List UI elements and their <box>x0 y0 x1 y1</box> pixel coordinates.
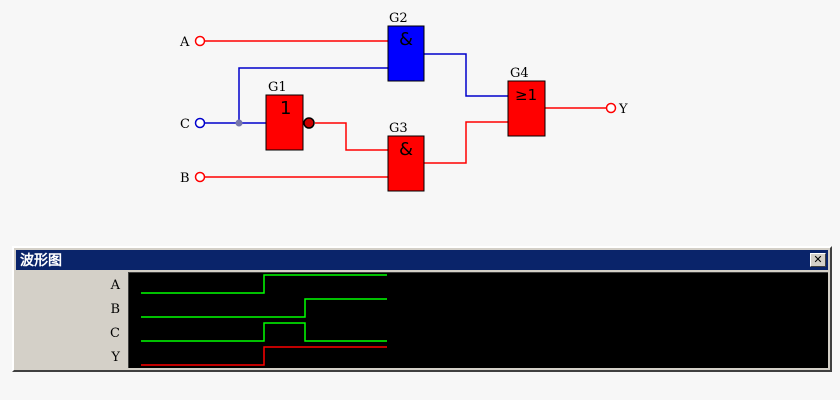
gate-g1-body[interactable] <box>265 94 304 151</box>
input-terminal-a[interactable] <box>194 35 206 47</box>
waveform-window[interactable]: 波形图 ✕ A B C Y <box>12 246 832 372</box>
input-terminal-c[interactable] <box>194 117 206 129</box>
waveform-trace-c <box>141 322 387 342</box>
wire-g3-g4 <box>424 121 508 164</box>
gate-g2-body[interactable] <box>387 25 425 82</box>
gate-g1-symbol: 1 <box>280 98 291 119</box>
wire-g2-g4 <box>424 53 508 97</box>
gate-g4-body[interactable] <box>507 80 546 137</box>
waveform-titlebar[interactable]: 波形图 ✕ <box>16 250 828 270</box>
waveform-trace-a <box>141 274 387 294</box>
input-label-b: B <box>180 171 190 186</box>
gate-g1[interactable]: G1 1 <box>265 80 315 151</box>
wire-c-g2 <box>205 67 388 124</box>
gate-g2-label: G2 <box>389 11 408 26</box>
gate-g4-label: G4 <box>510 66 529 81</box>
gate-g3[interactable]: G3 & <box>387 121 425 192</box>
logic-schematic: A C B Y G1 1 G2 & G3 & G4 ≥1 <box>179 11 628 192</box>
close-button[interactable]: ✕ <box>810 253 826 267</box>
input-terminal-b[interactable] <box>194 171 206 183</box>
gate-g1-inversion-bubble <box>303 117 315 129</box>
waveform-label-b: B <box>110 302 120 317</box>
waveform-trace-b <box>141 298 387 318</box>
gate-g3-symbol: & <box>399 139 413 160</box>
wire-g1-g3 <box>315 122 388 151</box>
gate-g2-symbol: & <box>399 29 413 50</box>
gate-g4[interactable]: G4 ≥1 <box>507 66 546 137</box>
close-icon: ✕ <box>813 253 823 266</box>
waveform-signal-labels: A B C Y <box>16 272 126 368</box>
wires <box>205 40 606 178</box>
waveform-trace-y <box>141 346 387 366</box>
waveform-label-c: C <box>110 326 120 341</box>
waveform-label-a: A <box>110 278 120 293</box>
output-label-y: Y <box>618 102 628 117</box>
output-terminal-y[interactable] <box>605 102 617 114</box>
input-label-c: C <box>180 117 190 132</box>
gate-g3-label: G3 <box>389 121 408 136</box>
waveform-plot-area[interactable] <box>128 272 828 368</box>
gate-g1-label: G1 <box>268 80 287 95</box>
gate-g4-symbol: ≥1 <box>515 86 537 104</box>
gate-g3-body[interactable] <box>387 135 425 192</box>
input-label-a: A <box>179 35 190 50</box>
gate-g2[interactable]: G2 & <box>387 11 425 82</box>
junction-dot <box>235 119 243 127</box>
waveform-title: 波形图 <box>20 253 62 269</box>
waveform-label-y: Y <box>111 350 120 365</box>
